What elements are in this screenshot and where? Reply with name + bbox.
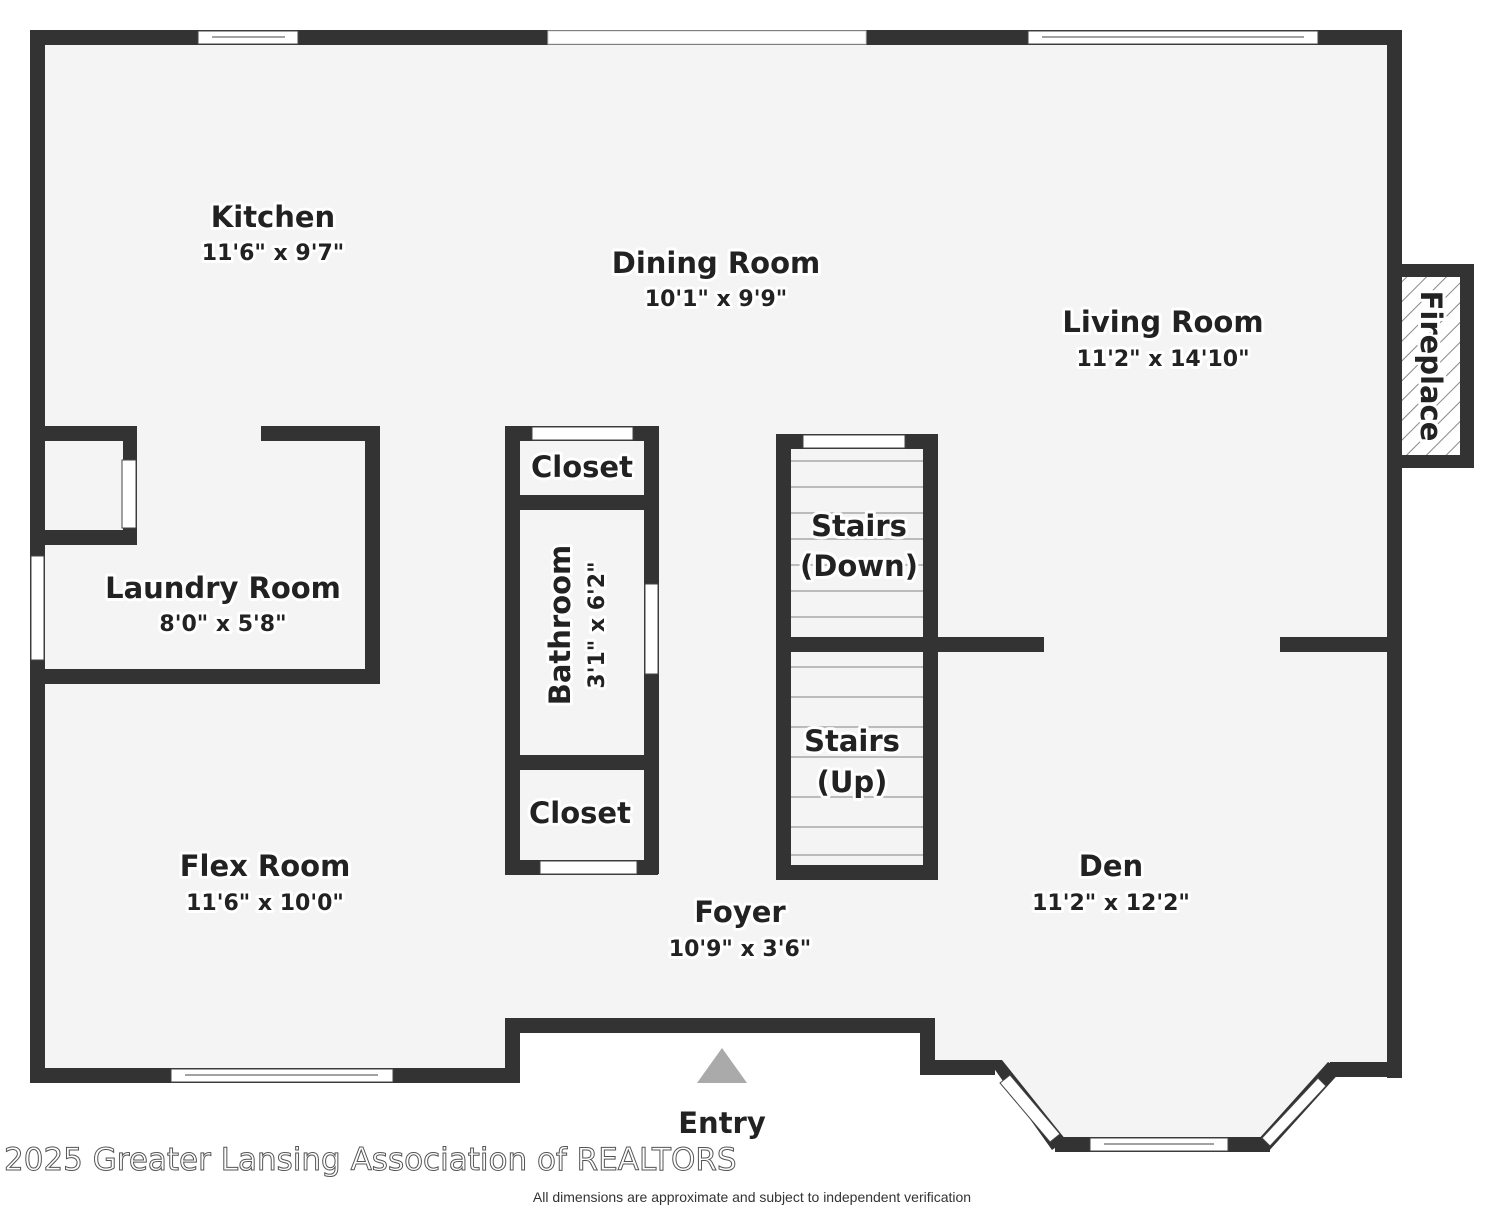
closet-top-label: Closet bbox=[531, 450, 633, 484]
living-room-label: Living Room bbox=[1062, 305, 1263, 339]
foyer-label: Foyer bbox=[694, 895, 786, 929]
interior-walls bbox=[44, 426, 1388, 880]
bathroom-label: Bathroom bbox=[543, 545, 577, 706]
bathroom-dims: 3'1" x 6'2" bbox=[585, 561, 610, 688]
flex-room-label: Flex Room bbox=[180, 849, 351, 883]
den-label: Den bbox=[1079, 849, 1143, 883]
flex-room-dims: 11'6" x 10'0" bbox=[186, 891, 344, 916]
dining-room-label: Dining Room bbox=[612, 246, 821, 280]
entry-arrow-icon bbox=[697, 1048, 747, 1083]
dining-room-dims: 10'1" x 9'9" bbox=[645, 287, 787, 312]
entry-label: Entry bbox=[678, 1106, 766, 1140]
foyer-dims: 10'9" x 3'6" bbox=[669, 937, 811, 962]
kitchen-dims: 11'6" x 9'7" bbox=[202, 241, 344, 266]
kitchen-label: Kitchen bbox=[211, 200, 335, 234]
fireplace-label: Fireplace bbox=[1414, 291, 1448, 442]
laundry-room-label: Laundry Room bbox=[105, 571, 341, 605]
stair-treads bbox=[791, 460, 923, 856]
laundry-room-dims: 8'0" x 5'8" bbox=[159, 612, 286, 637]
stairs-up-label-line1: Stairs bbox=[804, 724, 900, 758]
den-dims: 11'2" x 12'2" bbox=[1032, 891, 1190, 916]
stairs-down-label-line1: Stairs bbox=[811, 509, 907, 543]
stairs-down-label-line2: (Down) bbox=[800, 549, 918, 583]
living-room-dims: 11'2" x 14'10" bbox=[1076, 347, 1249, 372]
watermark: 2025 Greater Lansing Association of REAL… bbox=[4, 1142, 737, 1178]
fireplace bbox=[1390, 264, 1474, 468]
closet-bottom-label: Closet bbox=[529, 796, 631, 830]
windows bbox=[30, 30, 1327, 1152]
floor-area bbox=[44, 44, 1387, 1145]
stairs-up-label-line2: (Up) bbox=[817, 765, 888, 799]
disclaimer: All dimensions are approximate and subje… bbox=[533, 1189, 971, 1205]
